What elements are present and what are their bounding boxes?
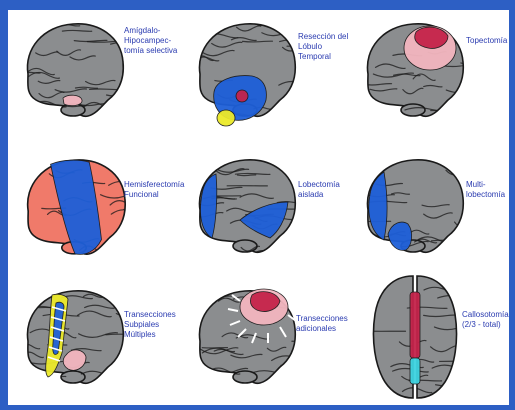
panel-callosotomia: Callosotomía (2/3 - total) (365, 270, 510, 407)
panel-lobulo-temporal: Resección del Lóbulo Temporal (190, 14, 360, 139)
brain-lateral-multilobectomia (358, 150, 468, 260)
yellow-marker (217, 110, 235, 126)
brain-lateral-transecciones-adicionales (190, 280, 300, 392)
lesion-amygdala-hippocampus (63, 95, 82, 105)
panel-label: Amígdalo- Hipocampec- tomía selectiva (124, 26, 177, 56)
brain-lateral-hemisferectomia (18, 150, 130, 262)
brain-lateral-temporal (190, 14, 300, 129)
brain-lateral-amygdalo (18, 14, 128, 124)
callosal-section (410, 292, 420, 358)
brain-lateral-lobectomia (190, 150, 300, 260)
panel-label: Transecciones Subpiales Múltiples (124, 310, 176, 340)
panel-lobectomia: Lobectomía aislada (190, 150, 360, 275)
brain-lateral-transecciones-subpiales (18, 280, 128, 392)
panel-multilobectomia: Multi- lobectomía (358, 150, 508, 275)
panel-label: Multi- lobectomía (466, 180, 505, 200)
brain-lateral-topectomia (358, 14, 468, 124)
panel-transecciones-subpiales: Transecciones Subpiales Múltiples (18, 280, 188, 405)
brain-top-view-callosotomia (365, 270, 465, 404)
panel-label: Topectomía (466, 36, 507, 46)
panel-label: Callosotomía (2/3 - total) (462, 310, 509, 330)
panel-label: Transecciones adicionales (296, 314, 348, 334)
callosal-section-posterior (410, 358, 420, 384)
panel-amygdalo: Amígdalo- Hipocampec- tomía selectiva (18, 14, 188, 139)
lesion-temporal (236, 90, 248, 102)
panel-label: Hemisferectomía Funcional (124, 180, 184, 200)
panel-hemisferectomia: Hemisferectomía Funcional (18, 150, 188, 275)
cortical-focus (415, 27, 448, 48)
panel-label: Lobectomía aislada (298, 180, 340, 200)
panel-topectomia: Topectomía (358, 14, 508, 139)
panel-transecciones-adicionales: Transecciones adicionales (190, 280, 360, 405)
panel-label: Resección del Lóbulo Temporal (298, 32, 348, 62)
